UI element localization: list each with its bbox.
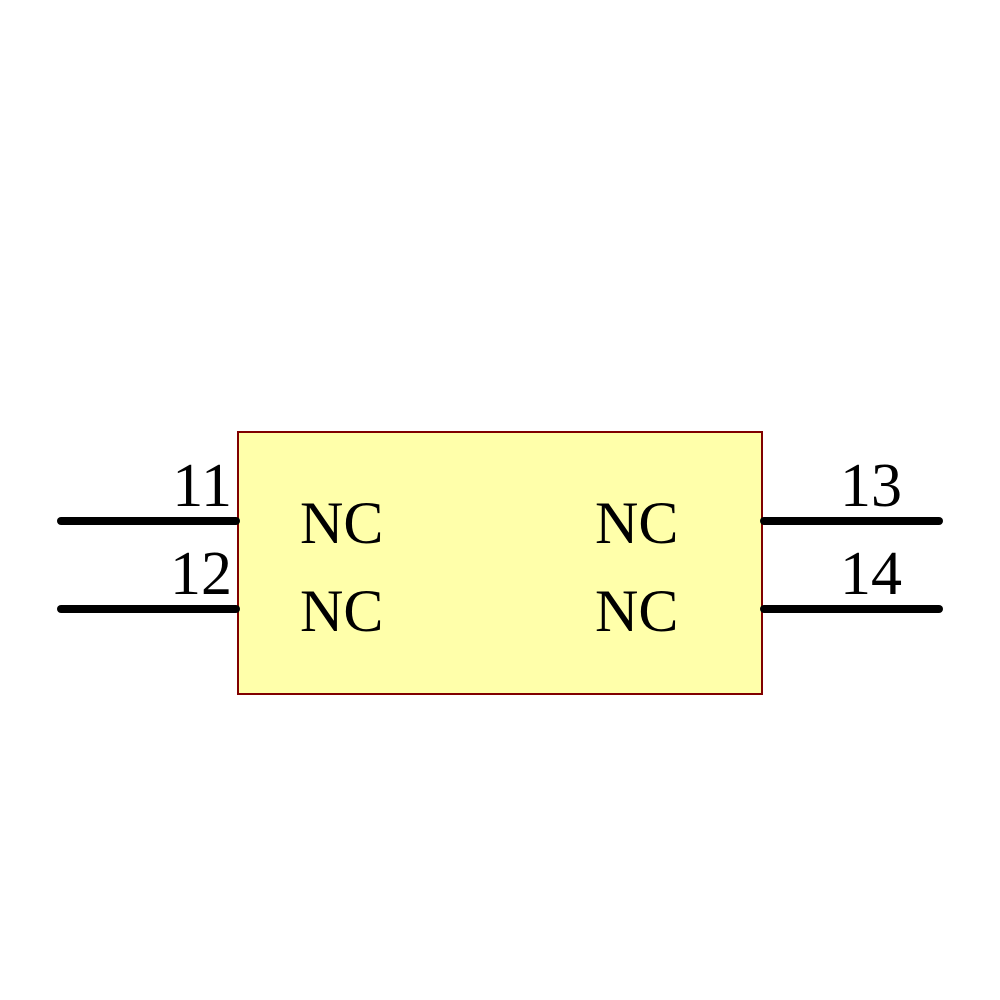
pin-function-label-left-top: NC (300, 490, 384, 556)
pin-number-11: 11 (172, 452, 232, 520)
pin-function-label-left-bottom: NC (300, 578, 384, 644)
pin-wire-left-12[interactable] (57, 605, 240, 613)
pin-function-label-right-bottom: NC (595, 578, 679, 644)
pin-wire-right-13[interactable] (760, 517, 943, 525)
pin-wire-right-14[interactable] (760, 605, 943, 613)
component-body[interactable] (237, 431, 763, 695)
pin-number-14: 14 (840, 540, 902, 608)
pin-function-label-right-top: NC (595, 490, 679, 556)
pin-wire-left-11[interactable] (57, 517, 240, 525)
pin-number-13: 13 (840, 452, 902, 520)
pin-number-12: 12 (170, 540, 232, 608)
